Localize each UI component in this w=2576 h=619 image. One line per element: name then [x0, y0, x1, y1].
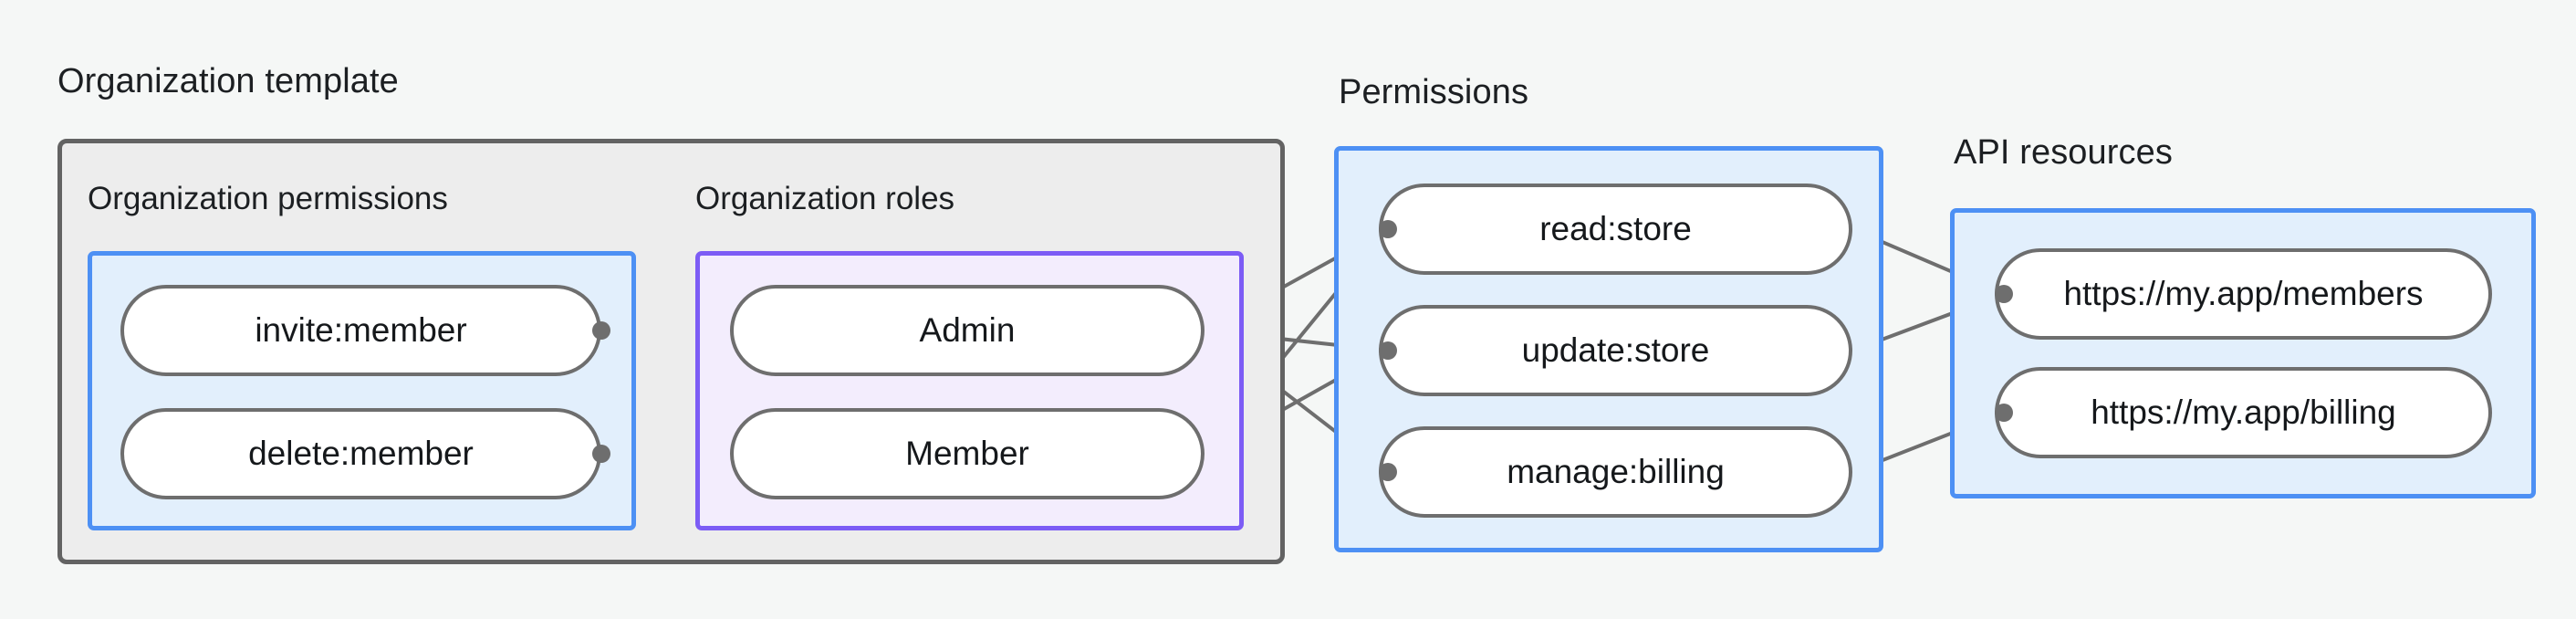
group-title-organization-template: Organization template — [57, 62, 399, 100]
node-invite-member[interactable]: invite:member — [120, 285, 601, 376]
node-label-invite-member: invite:member — [255, 310, 467, 349]
connector-dot-read-store — [1379, 220, 1397, 238]
connector-dot-update-store — [1379, 341, 1397, 360]
node-label-billing-url: https://my.app/billing — [2091, 393, 2396, 431]
connector-dot-manage-billing — [1379, 463, 1397, 481]
group-title-permissions: Permissions — [1339, 73, 1529, 111]
node-delete-member[interactable]: delete:member — [120, 408, 601, 499]
node-admin[interactable]: Admin — [730, 285, 1205, 376]
node-read-store[interactable]: read:store — [1379, 184, 1852, 275]
connector-dot-billing-url — [1995, 404, 2013, 422]
node-update-store[interactable]: update:store — [1379, 305, 1852, 396]
group-title-api-resources: API resources — [1954, 133, 2173, 172]
node-member[interactable]: Member — [730, 408, 1205, 499]
node-label-members-url: https://my.app/members — [2063, 274, 2424, 312]
connector-dot-delete-member — [592, 445, 610, 463]
node-label-read-store: read:store — [1539, 209, 1692, 247]
connector-dot-invite-member — [592, 321, 610, 340]
section-title-organization-roles: Organization roles — [695, 181, 955, 216]
node-billing-url[interactable]: https://my.app/billing — [1995, 367, 2492, 458]
section-title-organization-permissions: Organization permissions — [88, 181, 448, 216]
node-label-admin: Admin — [919, 310, 1016, 349]
node-manage-billing[interactable]: manage:billing — [1379, 426, 1852, 518]
node-label-delete-member: delete:member — [248, 434, 474, 472]
node-members-url[interactable]: https://my.app/members — [1995, 248, 2492, 340]
node-label-member: Member — [905, 434, 1029, 472]
connector-dot-members-url — [1995, 285, 2013, 303]
node-label-manage-billing: manage:billing — [1507, 452, 1725, 490]
node-label-update-store: update:store — [1521, 330, 1710, 369]
